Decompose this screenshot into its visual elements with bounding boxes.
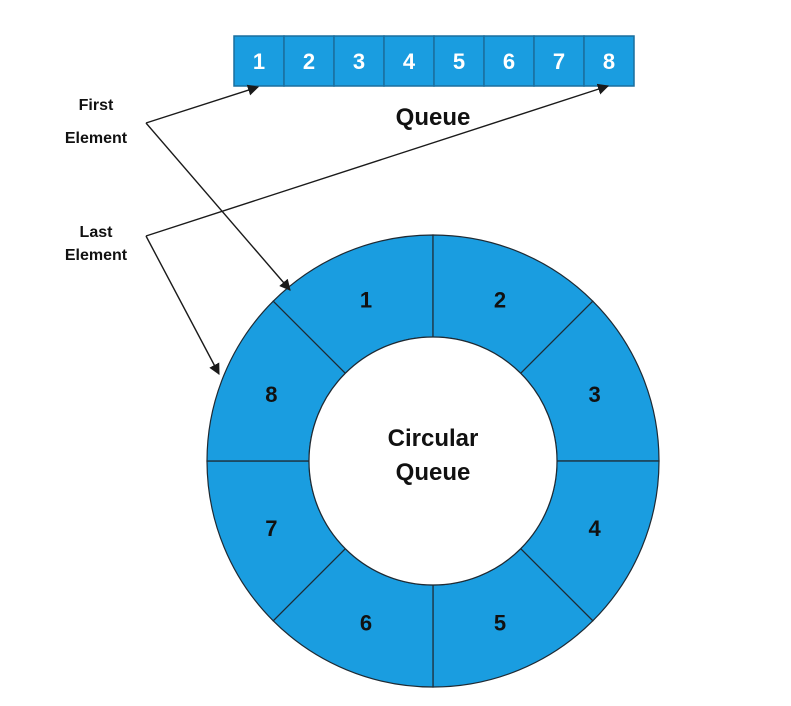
queue-title: Queue (396, 104, 471, 131)
circular-queue-ring: 1 2 3 4 5 6 7 8 (206, 234, 660, 688)
queue-cell-label: 7 (553, 49, 565, 74)
queue-cell-label: 4 (403, 49, 416, 74)
queue-cell (233, 35, 285, 87)
queue-cell (283, 35, 335, 87)
queue-cell-label: 8 (603, 49, 615, 74)
arrow-first-to-ring-slot-1 (145, 122, 291, 291)
queue-cell-label: 2 (303, 49, 315, 74)
queue-cell (333, 35, 385, 87)
ring-segment-label: 6 (360, 611, 372, 636)
last-element-label-line1: Last (80, 224, 114, 241)
circular-queue-title-line1: Circular (388, 425, 479, 452)
ring-segment-label: 3 (589, 382, 601, 407)
queue-cell-label: 3 (353, 49, 365, 74)
arrow-last-to-queue-tail (145, 83, 610, 237)
queue-cell (433, 35, 485, 87)
queue-cell (533, 35, 585, 87)
ring-segment-label: 2 (494, 287, 506, 312)
arrow-first-to-queue-head (145, 84, 260, 124)
queue-cell-label: 1 (253, 49, 265, 74)
queue-cell-label: 5 (453, 49, 465, 74)
circular-queue-title-line2: Queue (396, 459, 471, 486)
queue-cell (483, 35, 535, 87)
ring-segment-label: 1 (360, 287, 372, 312)
ring-segment-label: 8 (265, 382, 277, 407)
first-element-label-line2: Element (65, 130, 128, 147)
ring-inner-hole (308, 336, 558, 586)
ring-segment-label: 5 (494, 611, 506, 636)
arrow-last-to-ring-slot-8 (145, 235, 220, 375)
first-element-label-line1: First (79, 97, 114, 114)
queue-cell-label: 6 (503, 49, 515, 74)
linear-queue: 1 2 3 4 5 6 7 8 (233, 35, 635, 87)
ring-segment-label: 7 (265, 516, 277, 541)
queue-cell (583, 35, 635, 87)
ring-segment-label: 4 (589, 516, 602, 541)
last-element-label-line2: Element (65, 247, 128, 264)
